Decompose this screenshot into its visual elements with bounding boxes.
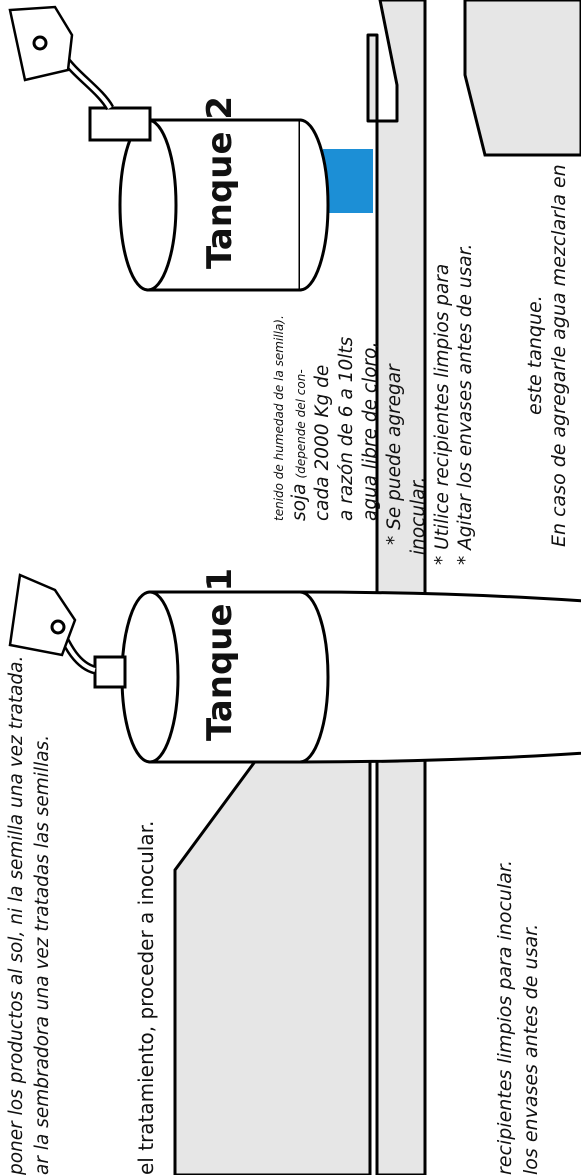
tank1-top: [122, 592, 178, 762]
tank1-spout: [95, 657, 125, 687]
instr-line6: a razón de 6 a 10lts: [336, 337, 357, 521]
instr-line7: cada 2000 Kg de: [312, 365, 333, 521]
left-note-line2: recipientes limpios para inocular.: [494, 860, 516, 1175]
instr-line8-main: soja: [289, 484, 310, 521]
tank2-bottom: [300, 120, 328, 290]
instr-line4: * Se puede agregar: [384, 364, 405, 545]
bottom-text-line3: poner los productos al sol, ni la semill…: [6, 656, 27, 1175]
bottom-text-line2: ar la sembradora una vez tratadas las se…: [32, 735, 53, 1175]
water-note-line1: En caso de agregarle agua mezclarla en: [548, 164, 570, 547]
tank2: [10, 7, 328, 290]
right-hopper: [465, 0, 581, 155]
tank2-label: Tanque 2: [200, 96, 240, 269]
tank2-color-band: [323, 149, 373, 213]
tank1-label: Tanque 1: [200, 568, 240, 741]
bottom-text-line1: el tratamiento, proceder a inocular.: [134, 821, 158, 1175]
tank1-bag-icon: [10, 575, 75, 655]
water-note-line2: este tanque.: [524, 295, 546, 415]
instr-line5: agua libre de cloro,: [360, 342, 381, 521]
instr-line8: soja (depende del con-: [289, 369, 310, 521]
tank1: [10, 575, 581, 762]
instr-line1: * Agitar los envases antes de usar.: [455, 244, 476, 565]
left-note-line1: los envases antes de usar.: [520, 924, 542, 1175]
tank2-spout: [90, 108, 150, 140]
instr-line3: inocular.: [408, 477, 429, 555]
left-hopper: [175, 752, 370, 1175]
instr-line2: * Utilice recipientes limpios para: [432, 264, 453, 565]
tank2-top: [120, 120, 176, 290]
instr-line9: tenido de humedad de la semilla).: [272, 315, 286, 521]
conveyor-floor: [368, 0, 425, 1175]
instr-line8-small: (depende del con-: [294, 369, 308, 478]
